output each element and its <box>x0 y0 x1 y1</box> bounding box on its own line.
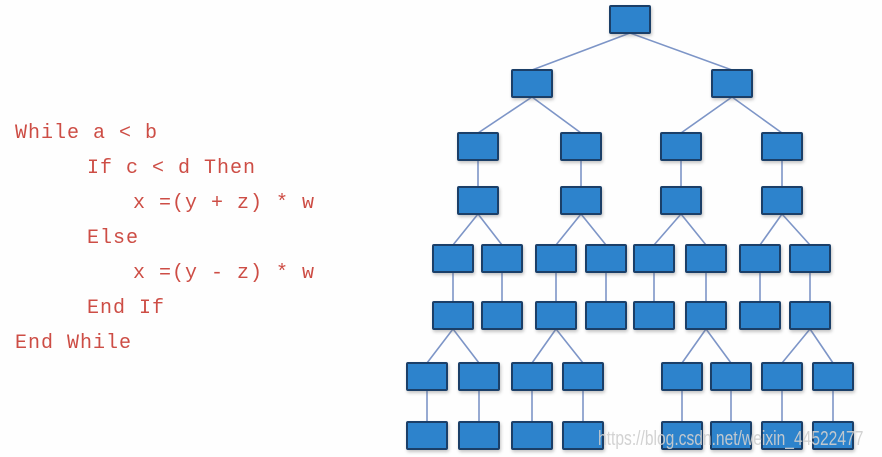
tree-node <box>457 186 499 215</box>
tree-edge <box>531 328 557 364</box>
tree-node <box>761 132 803 161</box>
tree-node <box>406 362 448 391</box>
tree-node <box>633 244 675 273</box>
tree-node <box>685 244 727 273</box>
tree-node <box>661 421 703 450</box>
tree-node <box>562 362 604 391</box>
tree-node <box>609 5 651 34</box>
tree-node <box>535 244 577 273</box>
tree-node <box>535 301 577 330</box>
tree-node <box>432 244 474 273</box>
tree-node <box>739 244 781 273</box>
tree-node <box>789 244 831 273</box>
tree-node <box>511 421 553 450</box>
tree-node <box>511 69 553 98</box>
code-line: x =(y + z) * w <box>133 192 316 215</box>
tree-node <box>812 421 854 450</box>
code-line: End If <box>87 297 166 320</box>
tree-node <box>585 244 627 273</box>
tree-edge <box>555 213 582 246</box>
tree-node <box>761 362 803 391</box>
tree-edge <box>452 328 480 364</box>
tree-node <box>560 186 602 215</box>
tree-edge <box>681 328 707 364</box>
tree-node <box>812 362 854 391</box>
tree-node <box>789 301 831 330</box>
tree-node <box>661 362 703 391</box>
tree-node <box>710 421 752 450</box>
code-line: While a < b <box>15 122 159 145</box>
tree-edge <box>477 213 503 246</box>
tree-edge <box>426 328 454 364</box>
tree-node <box>685 301 727 330</box>
tree-node <box>481 244 523 273</box>
tree-node <box>406 421 448 450</box>
tree-node <box>458 362 500 391</box>
tree-edge <box>781 213 811 246</box>
tree-node <box>511 362 553 391</box>
tree-node <box>560 132 602 161</box>
tree-edge <box>531 32 631 71</box>
tree-edge <box>781 328 811 364</box>
code-line: x =(y - z) * w <box>133 262 316 285</box>
tree-node <box>432 301 474 330</box>
tree-edge <box>555 328 584 364</box>
tree-node <box>761 421 803 450</box>
tree-node <box>562 421 604 450</box>
code-line: End While <box>15 332 133 355</box>
tree-node <box>761 186 803 215</box>
code-line: Else <box>87 227 140 250</box>
tree-node <box>711 69 753 98</box>
tree-node <box>481 301 523 330</box>
tree-edge <box>580 213 607 246</box>
tree-edge <box>477 96 533 134</box>
tree-edge <box>680 213 707 246</box>
tree-node <box>458 421 500 450</box>
tree-edge <box>705 328 732 364</box>
tree-edge <box>680 96 733 134</box>
tree-node <box>660 132 702 161</box>
tree-edge <box>531 96 582 134</box>
pseudocode-block: While a < b If c < d Then x =(y + z) * w El… <box>15 116 315 361</box>
tree-edge <box>629 32 733 71</box>
tree-edge <box>731 96 783 134</box>
tree-node <box>660 186 702 215</box>
tree-node <box>633 301 675 330</box>
tree-node <box>710 362 752 391</box>
tree-edge <box>809 328 834 364</box>
tree-edge <box>452 213 479 246</box>
tree-node <box>739 301 781 330</box>
code-line: If c < d Then <box>87 157 257 180</box>
tree-node <box>585 301 627 330</box>
tree-edge <box>759 213 783 246</box>
tree-node <box>457 132 499 161</box>
tree-edge <box>653 213 682 246</box>
